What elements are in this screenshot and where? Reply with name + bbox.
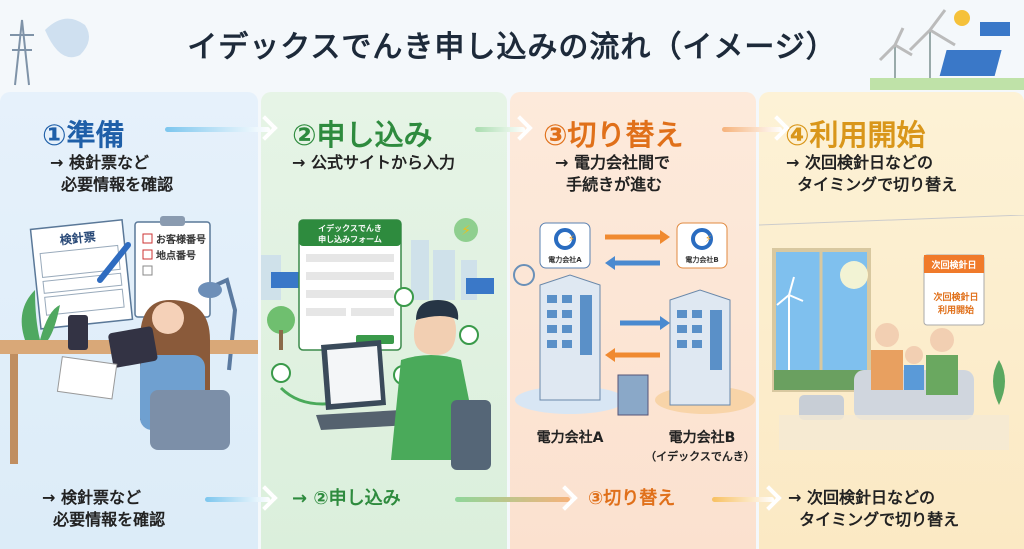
prep-illustration: 検針票 お客様番号 地点番号 [0, 216, 258, 464]
arrow-1-2 [165, 127, 270, 132]
svg-text:⚡: ⚡ [705, 234, 712, 245]
power-tower-icon [10, 18, 89, 86]
renewable-energy-icon [870, 9, 1024, 90]
step-4-desc: → 次回検針日などの タイミングで切り替え [786, 153, 958, 194]
calendar-line-1: 次回検針日 [933, 291, 978, 303]
bottom-arrow-2 [455, 497, 570, 502]
form-title-2: 申し込みフォーム [318, 234, 382, 244]
start-illustration: 次回検針日 次回検針日 利用開始 [759, 215, 1024, 450]
bottom-step-1: → 検針票など 必要情報を確認 [42, 488, 166, 529]
step-3-title: ③切り替え [543, 118, 684, 152]
step-4-title: ④利用開始 [785, 118, 926, 152]
svg-text:⚡: ⚡ [461, 223, 471, 239]
step-2-title: ②申し込み [292, 118, 433, 152]
label-company-b: 電力会社B [669, 429, 736, 446]
step-1-title: ①準備 [42, 118, 125, 152]
apply-illustration: ⚡ イデックスでんき 申し込みフォーム [261, 218, 494, 470]
calendar-header: 次回検針日 [931, 259, 976, 271]
doc-title: 検針票 [59, 229, 96, 248]
page-title: イデックスでんき申し込みの流れ（イメージ） [187, 30, 837, 65]
check-customer-number: お客様番号 [156, 233, 206, 246]
badge-company-a: 電力会社A [548, 255, 582, 264]
form-title-1: イデックスでんき [318, 223, 382, 233]
step-3-desc: → 電力会社間で 手続きが進む [555, 153, 670, 194]
calendar-line-2: 利用開始 [937, 304, 974, 316]
bottom-arrow-1 [205, 497, 270, 502]
step-1-desc: → 検針票など 必要情報を確認 [50, 153, 174, 194]
arrow-2-3 [475, 127, 525, 132]
bottom-step-4: → 次回検針日などの タイミングで切り替え [788, 488, 960, 529]
label-company-b-sub: （イデックスでんき） [645, 449, 755, 463]
svg-text:⚡: ⚡ [568, 234, 575, 245]
bottom-step-2: → ②申し込み [292, 488, 401, 509]
badge-company-b: 電力会社B [685, 255, 718, 264]
arrow-3-4 [722, 127, 782, 132]
bottom-step-3: ③切り替え [588, 488, 676, 509]
label-company-a: 電力会社A [537, 429, 604, 446]
check-location-number: 地点番号 [156, 249, 196, 262]
step-2-desc: → 公式サイトから入力 [292, 153, 455, 172]
bottom-arrow-3 [712, 497, 774, 502]
switch-illustration: ⚡ 電力会社A ⚡ 電力会社B 電力会社A 電力会社B （イデックスでんき） [513, 222, 755, 463]
